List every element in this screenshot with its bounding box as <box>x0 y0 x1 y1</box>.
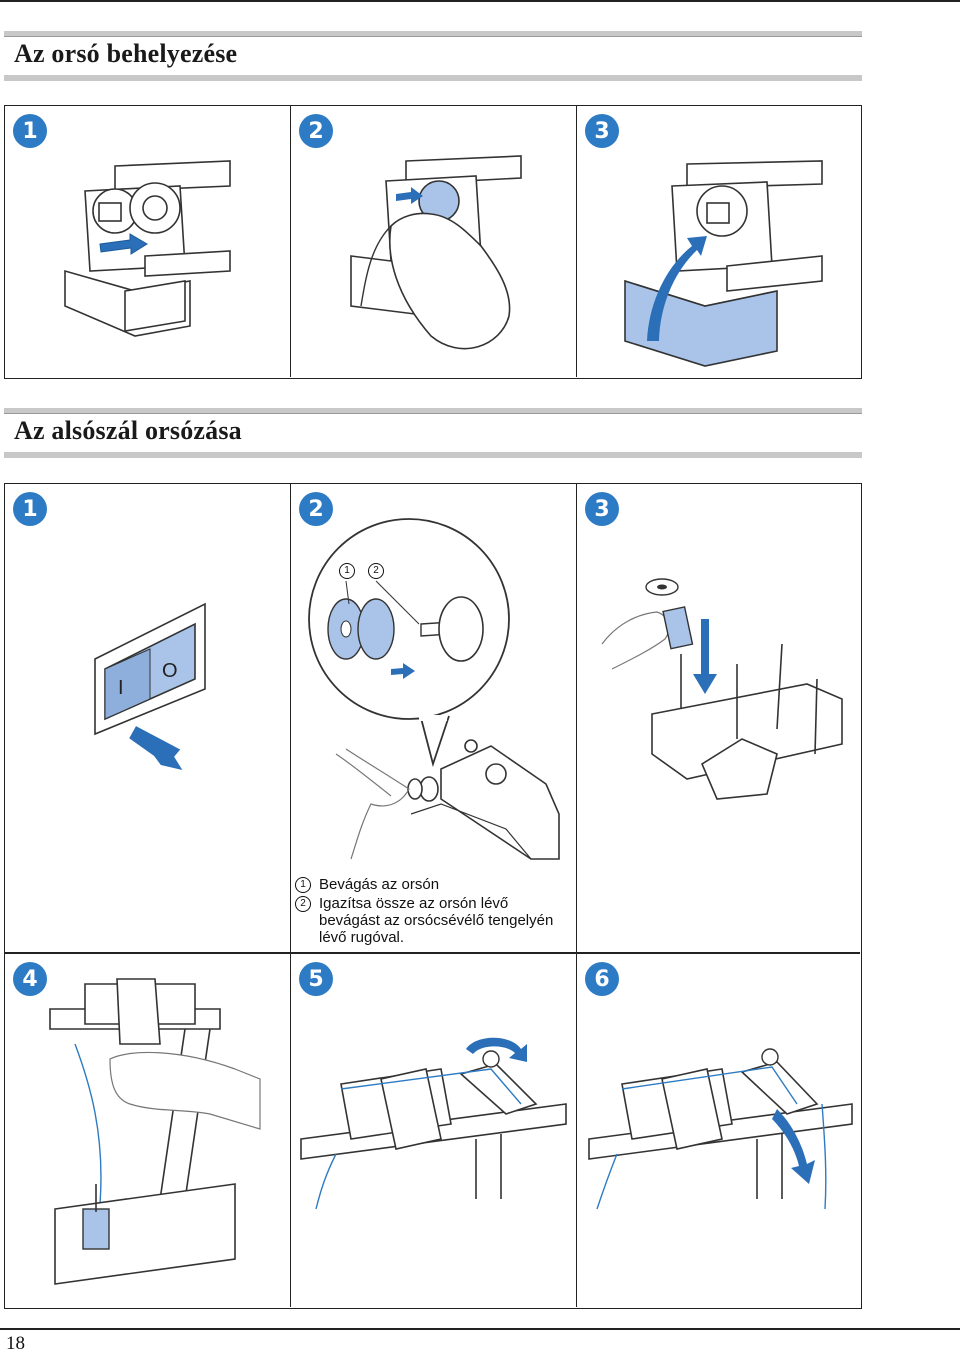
step-panel: 3 <box>577 106 861 377</box>
step-badge: 5 <box>299 962 333 996</box>
spool-pin-illustration <box>601 578 843 800</box>
footer-rule <box>0 1328 960 1330</box>
step-panel: 3 <box>577 484 861 952</box>
winder-hand-illustration <box>335 739 560 860</box>
section-title: Az orsó behelyezése <box>14 39 238 68</box>
power-switch-illustration <box>94 602 206 771</box>
switch-off-label: O <box>162 660 178 682</box>
arrow-down-icon <box>772 1109 815 1184</box>
arrow-right-icon <box>396 187 423 204</box>
wind-around-tension-illustration <box>300 1037 567 1210</box>
section-header-bobbin-winding: Az alsószál orsózása <box>4 408 862 460</box>
step-badge: 1 <box>13 492 47 526</box>
winding-legend: 1 Bevágás az orsón 2 Igazítsa össze az o… <box>295 876 576 946</box>
top-rule <box>0 0 960 4</box>
step-panel: 6 <box>577 954 861 1307</box>
bobbin-case-open-illustration <box>64 160 231 337</box>
bobbin-winding-steps: 1 I O 2 <box>4 483 862 1309</box>
close-cover-illustration <box>624 160 823 367</box>
step-panel: 1 I O <box>5 484 291 952</box>
step-badge: 2 <box>299 114 333 148</box>
step-badge: 1 <box>13 114 47 148</box>
step-badge: 3 <box>585 492 619 526</box>
switch-on-label: I <box>118 677 124 699</box>
page-number: 18 <box>6 1333 25 1354</box>
winder-lever-illustration <box>588 1048 853 1210</box>
arrow-right-icon <box>391 663 415 679</box>
step-badge: 2 <box>299 492 333 526</box>
arrow-down-icon <box>693 619 717 694</box>
step-panel: 1 <box>5 106 291 377</box>
arrow-up-icon <box>647 236 707 341</box>
bobbin-on-winder-illustration <box>308 518 510 768</box>
legend-item: 1 Bevágás az orsón <box>295 876 576 893</box>
hand-icon <box>601 611 670 670</box>
step-badge: 4 <box>13 962 47 996</box>
hand-icon <box>109 1051 261 1130</box>
step-badge: 6 <box>585 962 619 996</box>
step-badge: 3 <box>585 114 619 148</box>
insert-bobbin-case-illustration <box>350 155 522 350</box>
section-header-bobbin-insert: Az orsó behelyezése <box>4 31 862 83</box>
section-title: Az alsószál orsózása <box>14 416 242 445</box>
arrow-right-icon <box>99 233 148 255</box>
step-panel: 2 <box>291 484 577 952</box>
hand-icon <box>388 212 511 350</box>
step-panel: 2 <box>291 106 577 377</box>
bobbin-insert-steps: 1 2 <box>4 105 862 379</box>
hand-icon <box>345 748 410 860</box>
legend-item: 2 Igazítsa össze az orsón lévő bevágást … <box>295 895 576 946</box>
step-panel: 4 <box>5 954 291 1307</box>
arrow-up-icon <box>129 726 183 771</box>
step-panel: 5 <box>291 954 577 1307</box>
thread-guide-illustration <box>49 978 261 1285</box>
rotate-icon <box>466 1037 527 1062</box>
